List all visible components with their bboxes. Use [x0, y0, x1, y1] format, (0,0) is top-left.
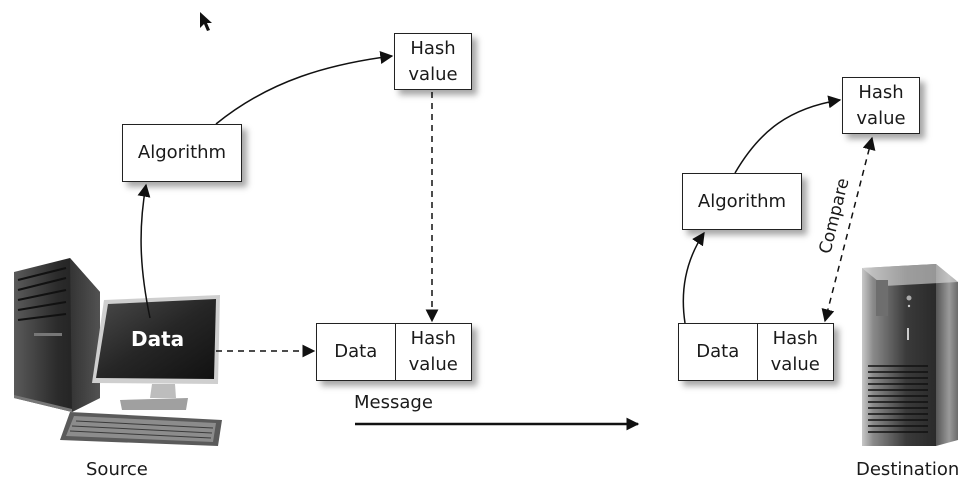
destination-hash-line2: value [856, 107, 906, 129]
destination-message-data-label: Data [696, 341, 740, 362]
source-hash-box: Hash value [394, 33, 472, 90]
arrow-algorithm-to-hash [215, 51, 394, 125]
arrow-compare [821, 136, 876, 323]
source-message-box: Data Hash value [316, 323, 472, 381]
source-hash-line1: Hash [410, 37, 456, 59]
destination-label: Destination [856, 459, 960, 480]
arrow-dest-algorithm-to-hash [734, 95, 842, 174]
message-label: Message [354, 392, 433, 413]
destination-algorithm-box: Algorithm [682, 173, 802, 230]
source-label: Source [86, 459, 148, 480]
destination-message-hash-line1: Hash [772, 328, 818, 349]
destination-message-hash-line2: value [770, 354, 820, 375]
screen-data-label: Data [131, 327, 185, 351]
source-algorithm-box: Algorithm [122, 124, 242, 182]
destination-hash-box: Hash value [842, 77, 920, 134]
destination-message-hash-cell: Hash value [758, 324, 834, 380]
source-hash-line2: value [408, 63, 458, 85]
arrow-data-to-algorithm [137, 183, 151, 319]
destination-algorithm-label: Algorithm [697, 190, 787, 212]
mouse-pointer-icon [200, 12, 212, 31]
desktop-computer-icon [14, 258, 222, 446]
source-message-hash-line2: value [408, 354, 458, 375]
destination-message-box: Data Hash value [678, 323, 834, 381]
source-algorithm-label: Algorithm [137, 142, 227, 163]
destination-hash-line1: Hash [858, 81, 904, 103]
arrow-dest-data-to-algorithm [682, 231, 705, 324]
source-message-data-cell: Data [317, 324, 396, 380]
destination-message-data-cell: Data [679, 324, 758, 380]
source-message-hash-cell: Hash value [396, 324, 472, 380]
server-tower-icon [862, 264, 958, 446]
source-message-data-label: Data [334, 341, 378, 362]
source-message-hash-line1: Hash [410, 328, 456, 349]
